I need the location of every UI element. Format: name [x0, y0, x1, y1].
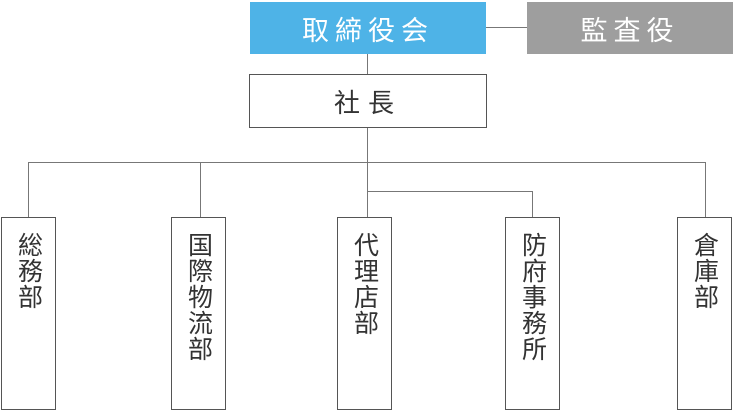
connector-dept-4 [532, 191, 533, 217]
connector-horizontal-branch [367, 191, 533, 192]
board-of-directors-box: 取締役会 [250, 2, 486, 54]
department-box-international-logistics: 国際物流部 [171, 217, 226, 410]
department-box-general-affairs: 総務部 [1, 217, 56, 410]
connector-dept-5 [705, 162, 706, 217]
department-box-hofu-office: 防府事務所 [505, 217, 560, 410]
department-box-warehouse: 倉庫部 [677, 217, 732, 410]
connector-dept-2 [200, 162, 201, 217]
auditor-label: 監査役 [580, 15, 680, 47]
president-label: 社長 [333, 88, 402, 119]
department-label: 代理店部 [350, 232, 380, 336]
connector-board-auditor [486, 27, 527, 28]
auditor-box: 監査役 [527, 2, 733, 54]
president-box: 社長 [249, 74, 487, 128]
department-label: 総務部 [14, 232, 44, 310]
connector-dept-1 [28, 162, 29, 217]
department-label: 倉庫部 [690, 232, 720, 310]
connector-horizontal-main [28, 162, 706, 163]
connector-president-down [367, 128, 368, 217]
department-label: 国際物流部 [184, 232, 214, 362]
board-label: 取締役会 [302, 15, 434, 47]
department-box-agency: 代理店部 [337, 217, 392, 410]
connector-board-president [367, 54, 368, 74]
department-label: 防府事務所 [518, 232, 548, 362]
